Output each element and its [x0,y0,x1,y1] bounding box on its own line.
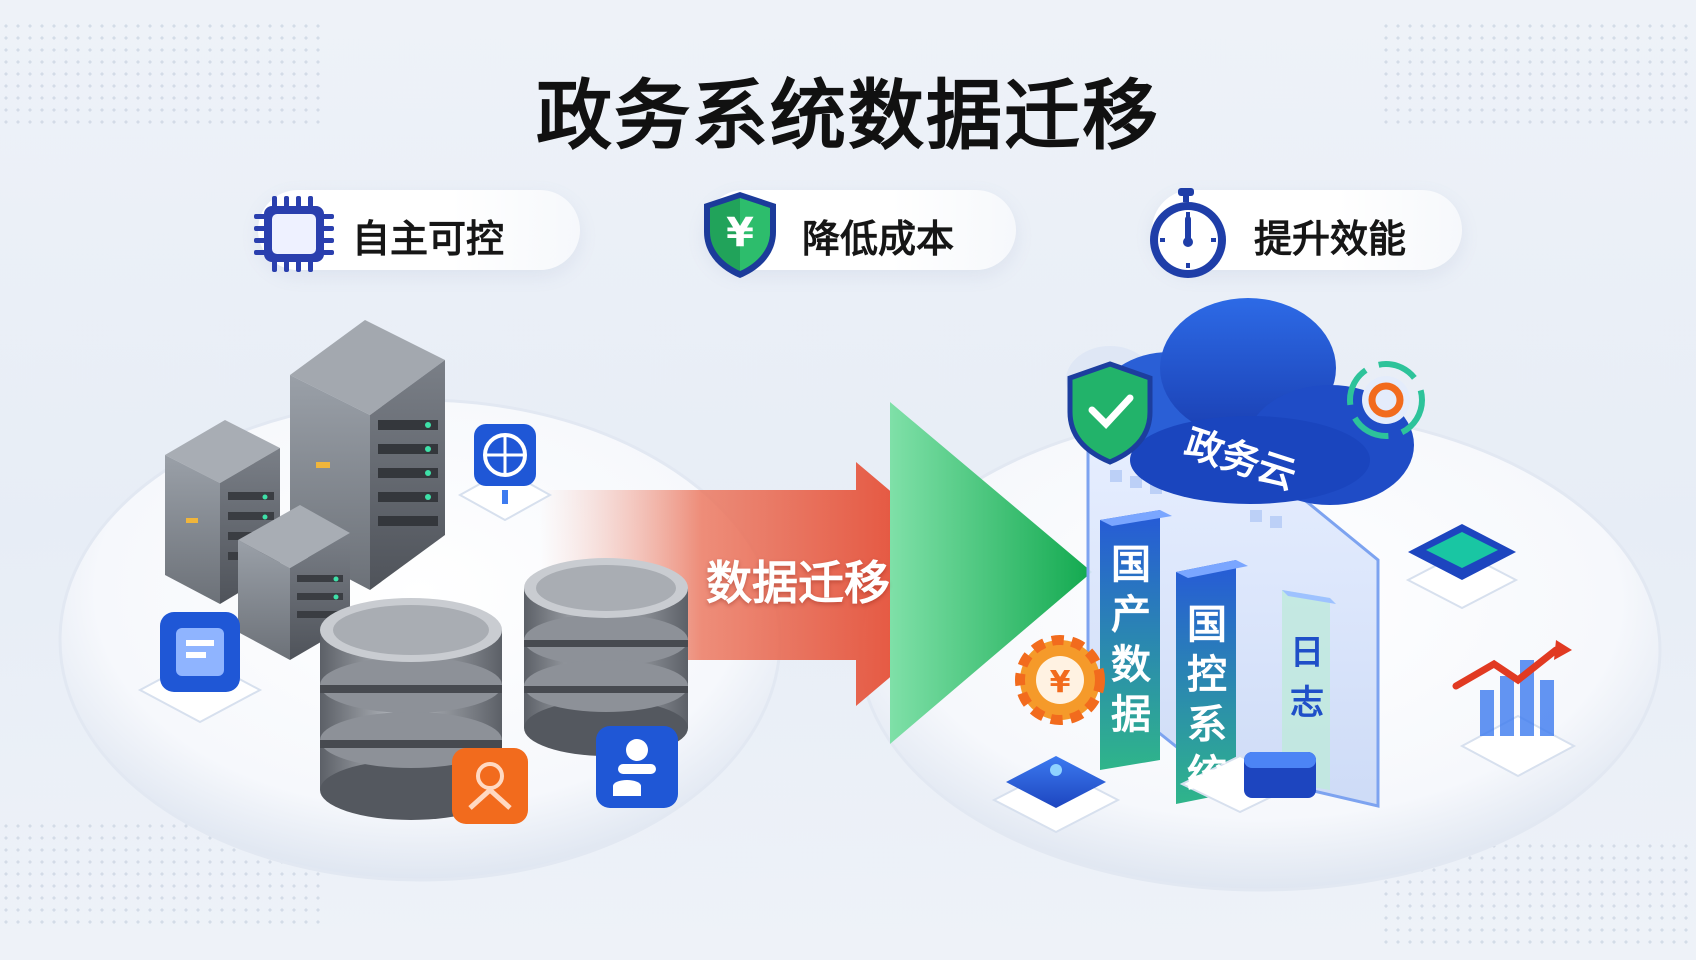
column-control-system [1176,560,1248,804]
svg-text:¥: ¥ [726,210,754,256]
benefit-label-efficiency: 提升效能 [1254,217,1407,261]
yuan-shield-icon: ¥ [704,192,776,278]
migration-arrow-green [890,402,1092,744]
column-logs [1282,590,1336,790]
server-rack-medium [238,505,350,660]
dot-pattern-top-right [1380,20,1696,130]
chip-icon [1405,524,1519,610]
brain-share-icon [452,748,528,824]
database-node-icon [1179,752,1316,814]
gear-settings-icon [1347,361,1425,439]
column-label-domestic-data: 国产数据 [1111,542,1151,738]
column-domestic-data [1100,510,1172,770]
document-icon [137,612,263,724]
stopwatch-icon [1150,188,1226,278]
benefit-label-control: 自主可控 [352,217,505,261]
user-database-icon [596,726,678,808]
cloud-tile-icon [991,756,1121,834]
benefit-label-cost: 降低成本 [802,217,955,261]
dot-pattern-top-left [0,20,320,130]
network-switch-icon [457,424,553,522]
database-cylinder-small [524,558,688,756]
svg-text:¥: ¥ [1050,665,1071,700]
column-label-logs: 日志 [1290,633,1324,723]
migration-arrow-label: 数据迁移 [706,556,890,610]
green-check-shield-icon [1067,361,1153,465]
yuan-gear-icon: ¥ [1015,635,1105,725]
growth-chart-icon [1452,640,1577,778]
page-title: 政务系统数据迁移 [536,71,1160,160]
cpu-chip-icon [254,196,334,272]
column-label-control-system: 国控系统 [1187,602,1227,798]
